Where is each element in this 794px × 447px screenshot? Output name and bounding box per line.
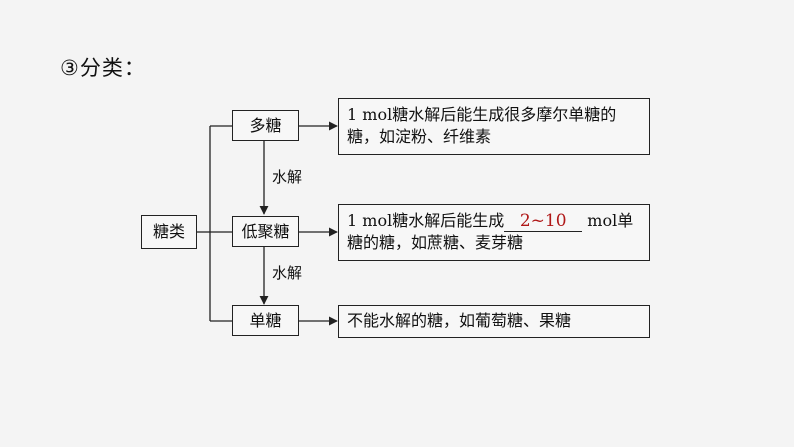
desc-polysaccharide: 1 mol糖水解后能生成很多摩尔单糖的糖，如淀粉、纤维素 <box>338 98 650 155</box>
node-root: 糖类 <box>141 215 197 249</box>
node-monosaccharide: 单糖 <box>232 305 299 336</box>
section-heading: ③分类： <box>60 56 146 80</box>
node-polysaccharide: 多糖 <box>232 110 299 141</box>
desc-monosaccharide: 不能水解的糖，如葡萄糖、果糖 <box>338 305 650 338</box>
desc-oligo-before: 1 mol糖水解后能生成 <box>347 211 505 230</box>
desc-oligo-after: mol单糖的糖，如蔗糖、麦芽糖 <box>347 211 634 252</box>
answer-blank: 2~10 <box>504 211 583 232</box>
edge-label-hydrolysis-2: 水解 <box>272 264 303 282</box>
node-oligosaccharide: 低聚糖 <box>232 216 299 247</box>
edge-label-hydrolysis-1: 水解 <box>272 168 303 186</box>
